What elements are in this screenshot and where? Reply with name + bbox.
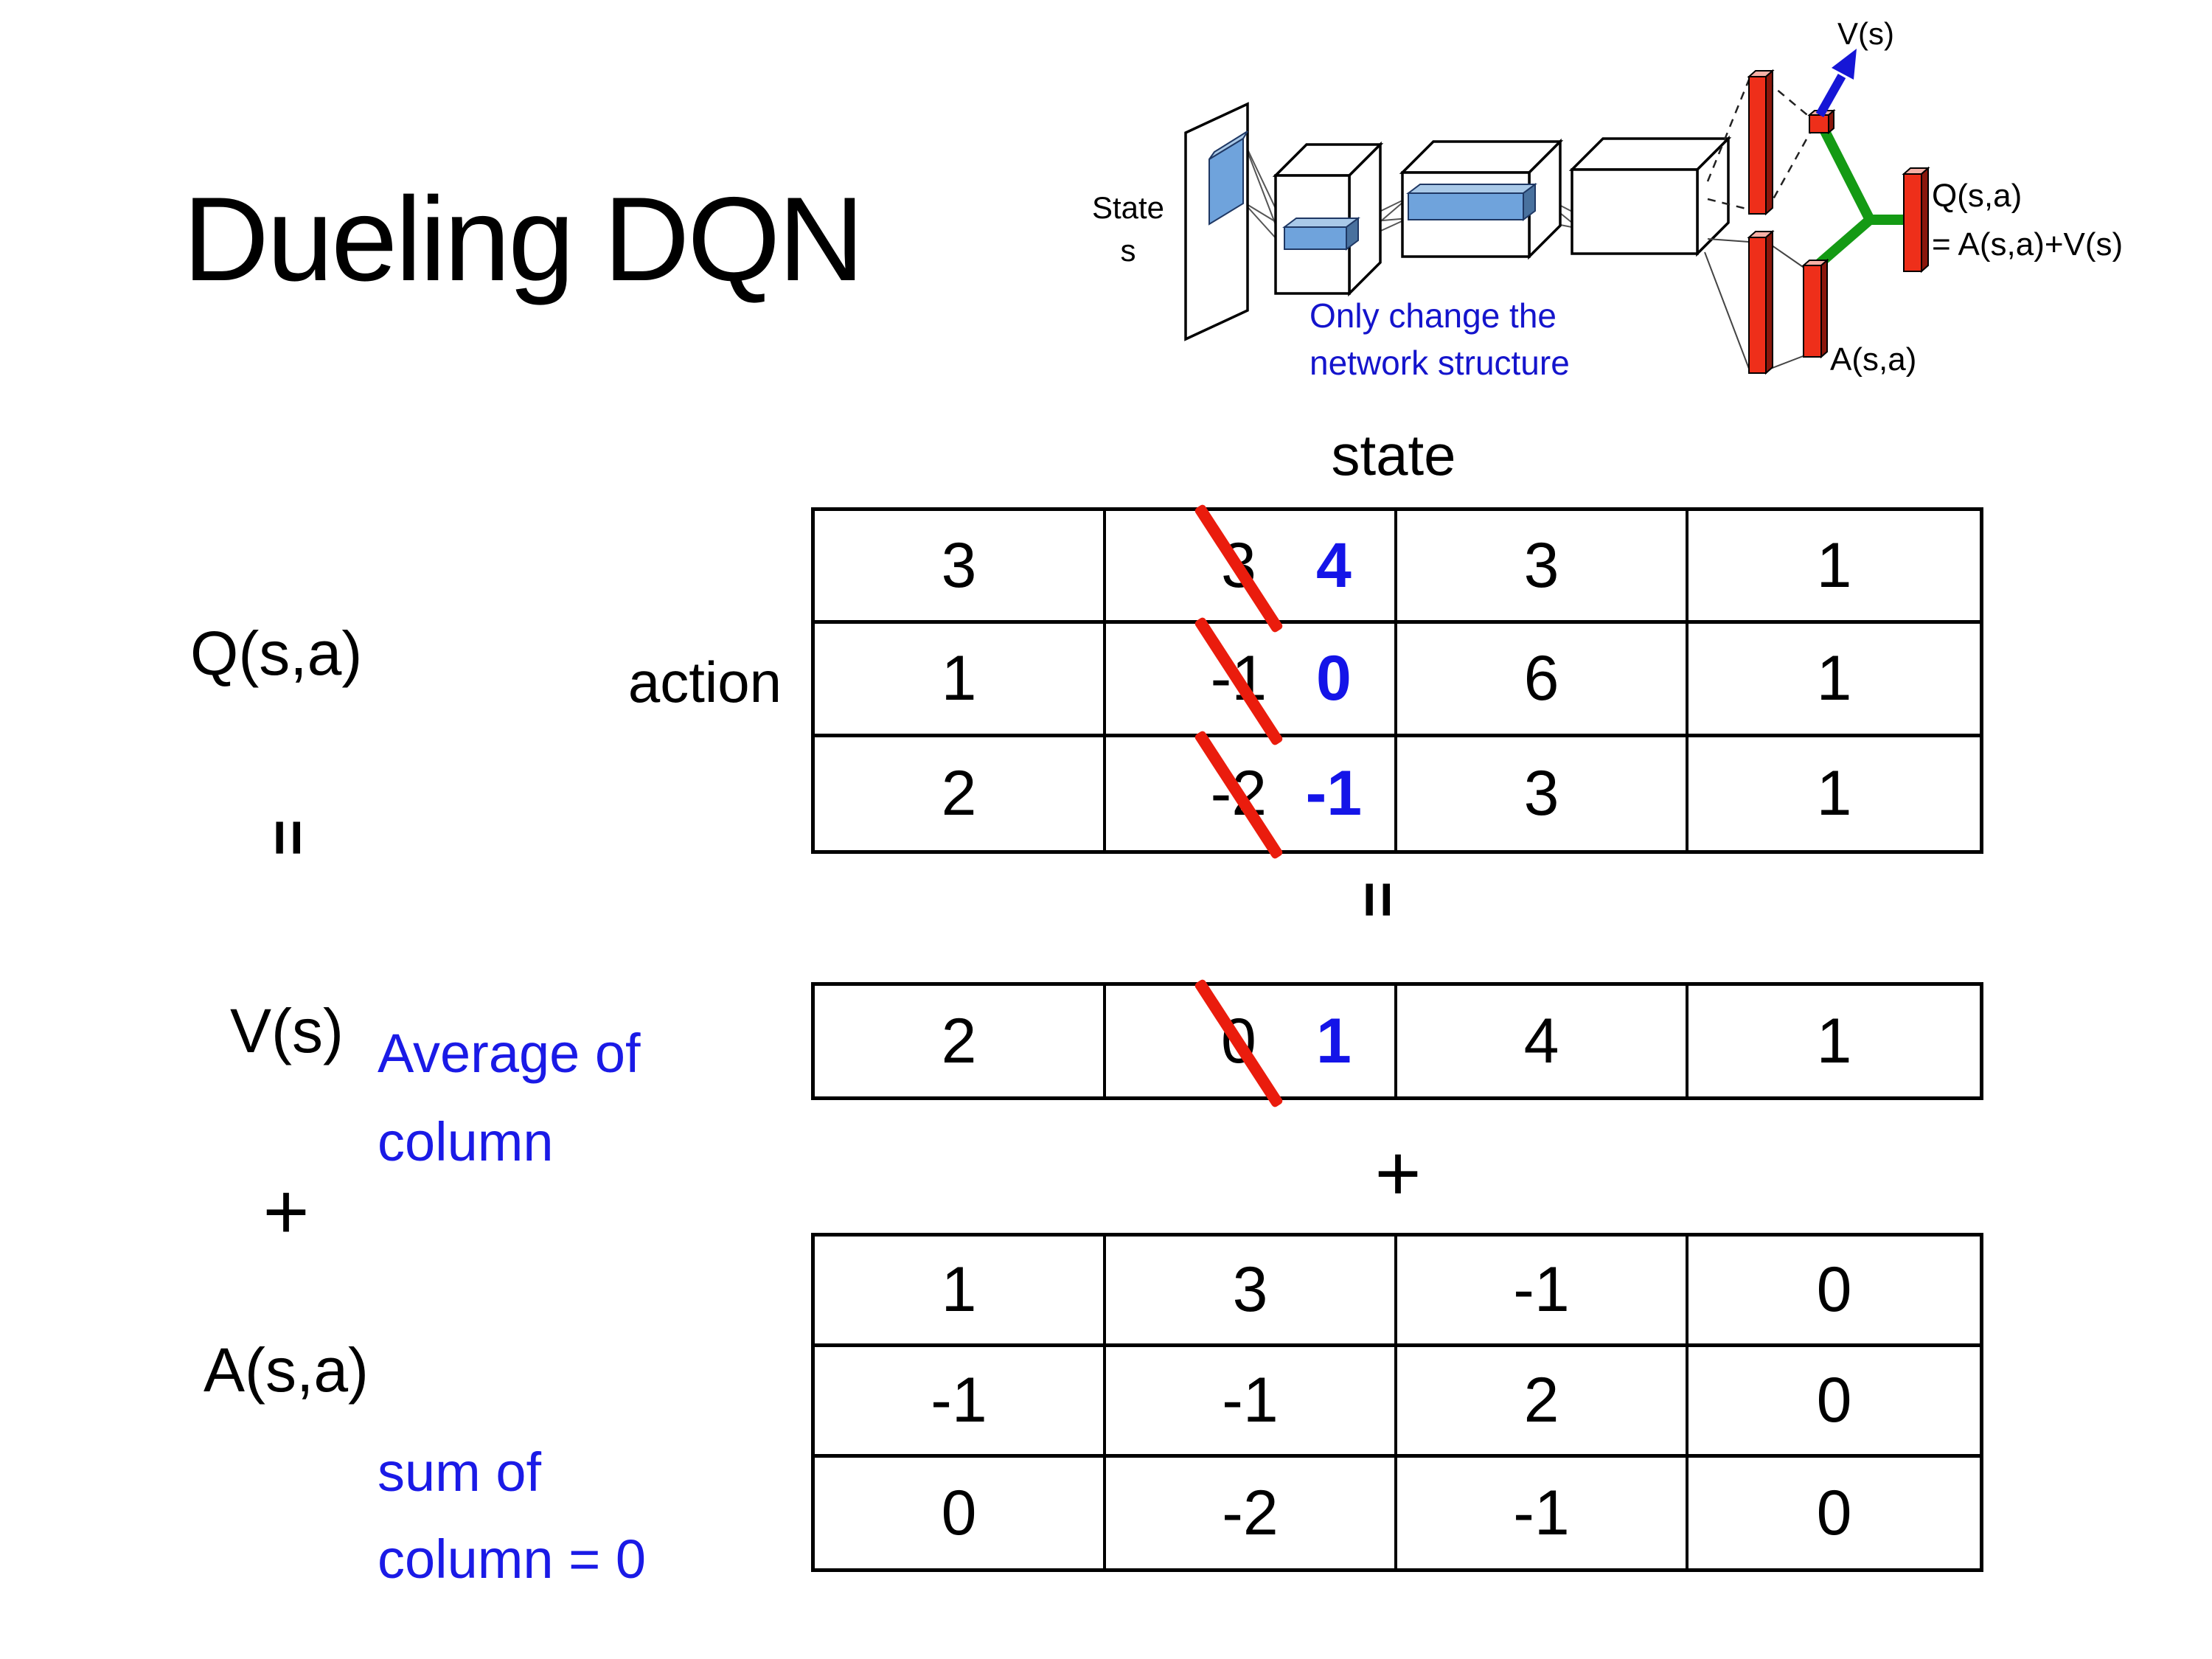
- table-cell: -1: [1106, 1347, 1397, 1458]
- cell-value: 3: [1523, 529, 1559, 601]
- cell-value: 1: [1816, 1005, 1852, 1077]
- a-vector-node: [1801, 258, 1829, 359]
- cell-value: 2: [1523, 1365, 1559, 1436]
- solid-links-to-a-stream: [1704, 238, 1750, 369]
- v-table: 2 0 1 4 1: [811, 978, 1983, 1109]
- corrected-value: -1: [1305, 757, 1363, 829]
- table-cell: 1: [1688, 737, 1980, 850]
- table-cell: 1: [1688, 511, 1980, 625]
- cell-value: 6: [1523, 642, 1559, 714]
- cell-value: 1: [1816, 757, 1852, 829]
- v-output-label: V(s): [1837, 16, 1894, 51]
- table-cell: 1: [815, 1237, 1106, 1347]
- state-input-label: State: [1092, 190, 1164, 225]
- merge-green-lines: [1810, 127, 1905, 273]
- average-note-line2: column: [378, 1111, 554, 1172]
- dashed-links-to-v-stream: [1706, 79, 1750, 211]
- cell-value: 0: [1816, 1254, 1852, 1325]
- table-cell-corrected: -1 0: [1106, 616, 1397, 747]
- table-cell-corrected: 3 4: [1106, 503, 1397, 634]
- cell-value: 2: [941, 757, 977, 829]
- v-scalar-node: [1807, 108, 1836, 135]
- cell-value: -1: [1222, 1365, 1279, 1436]
- plus-sign-left: +: [262, 1166, 310, 1256]
- cell-value: 1: [1816, 642, 1852, 714]
- table-cell: 3: [1397, 511, 1688, 625]
- q-matrix-label: Q(s,a): [190, 619, 363, 688]
- corrected-value: 0: [1315, 642, 1352, 714]
- table-cell: 4: [1397, 986, 1688, 1096]
- cell-value: 0: [1816, 1365, 1852, 1436]
- table-cell: 3: [1397, 737, 1688, 850]
- cell-value: 3: [1232, 1254, 1268, 1325]
- conv-filter-patch: [1208, 137, 1244, 226]
- table-cell: 0: [1688, 1237, 1980, 1347]
- action-axis-label: action: [627, 650, 782, 714]
- sum-note-line1: sum of: [378, 1441, 542, 1503]
- table-cell: 3: [1106, 1237, 1397, 1347]
- table-cell: 1: [1688, 986, 1980, 1096]
- v-matrix-label: V(s): [230, 996, 344, 1065]
- table-cell-corrected: -2 -1: [1106, 729, 1397, 860]
- table-cell: -1: [815, 1347, 1106, 1458]
- equals-rotated-left: =: [253, 818, 324, 857]
- table-cell: 6: [1397, 624, 1688, 737]
- cell-value: 0: [941, 1477, 977, 1548]
- table-cell: 2: [815, 986, 1106, 1096]
- table-cell-corrected: 0 1: [1106, 978, 1397, 1109]
- table-cell: 0: [815, 1458, 1106, 1568]
- q-output-label-line2: = A(s,a)+V(s): [1932, 226, 2123, 262]
- cell-value: 2: [941, 1005, 977, 1077]
- fc-bar-advantage-stream: [1747, 229, 1775, 375]
- table-cell: 0: [1688, 1458, 1980, 1568]
- a-output-label: A(s,a): [1830, 341, 1916, 378]
- diagram-note-line1: Only change the: [1310, 296, 1557, 335]
- conv-slab-1: [1282, 217, 1360, 251]
- cell-value: -2: [1222, 1477, 1279, 1548]
- cell-value: 3: [941, 529, 977, 601]
- sum-note-line2: column = 0: [378, 1528, 647, 1590]
- table-cell: 0: [1688, 1347, 1980, 1458]
- cell-value: -1: [1513, 1477, 1570, 1548]
- table-cell: 2: [1397, 1347, 1688, 1458]
- table-cell: 1: [815, 624, 1106, 737]
- cell-value: -1: [931, 1365, 987, 1436]
- cell-value: 1: [941, 1254, 977, 1325]
- q-output-label-line1: Q(s,a): [1932, 178, 2022, 214]
- table-cell: 2: [815, 737, 1106, 850]
- corrected-value: 4: [1315, 529, 1352, 601]
- table-cell: -1: [1397, 1237, 1688, 1347]
- a-matrix-label: A(s,a): [204, 1335, 369, 1405]
- fc-bar-value-stream: [1747, 69, 1775, 216]
- cell-value: 1: [941, 642, 977, 714]
- q-output-bar: [1902, 166, 1930, 274]
- plus-sign-center: +: [1374, 1128, 1422, 1217]
- average-note-line1: Average of: [378, 1023, 641, 1084]
- cell-value: 4: [1523, 1005, 1559, 1077]
- conv-slab-2: [1406, 183, 1537, 221]
- table-cell: -2: [1106, 1458, 1397, 1568]
- q-table: 3 3 4 3 1 1 -1 0 6 1 2 -2 -1 3 1: [811, 503, 1983, 860]
- v-output-arrow: [1815, 49, 1857, 117]
- equals-rotated-center: =: [1343, 880, 1414, 919]
- dashed-links-to-v-node: [1765, 80, 1812, 212]
- cell-value: 3: [1523, 757, 1559, 829]
- table-cell: 3: [815, 511, 1106, 625]
- network-diagram: V(s) State s Q(s,a) = A(s,a)+V(s) A(s,a)…: [1092, 16, 2123, 382]
- table-cell: -1: [1397, 1458, 1688, 1568]
- table-cell: 1: [1688, 624, 1980, 737]
- cell-value: -1: [1513, 1254, 1570, 1325]
- state-input-label-s: s: [1121, 233, 1136, 268]
- conv-box-3: [1568, 135, 1732, 257]
- diagram-note-line2: network structure: [1310, 344, 1570, 382]
- state-axis-label: state: [1331, 422, 1456, 487]
- cell-value: 1: [1816, 529, 1852, 601]
- cell-value: 0: [1816, 1477, 1852, 1548]
- a-table: 1 3 -1 0 -1 -1 2 0 0 -2 -1 0: [811, 1233, 1983, 1572]
- page-title: Dueling DQN: [183, 173, 864, 306]
- corrected-value: 1: [1315, 1005, 1352, 1077]
